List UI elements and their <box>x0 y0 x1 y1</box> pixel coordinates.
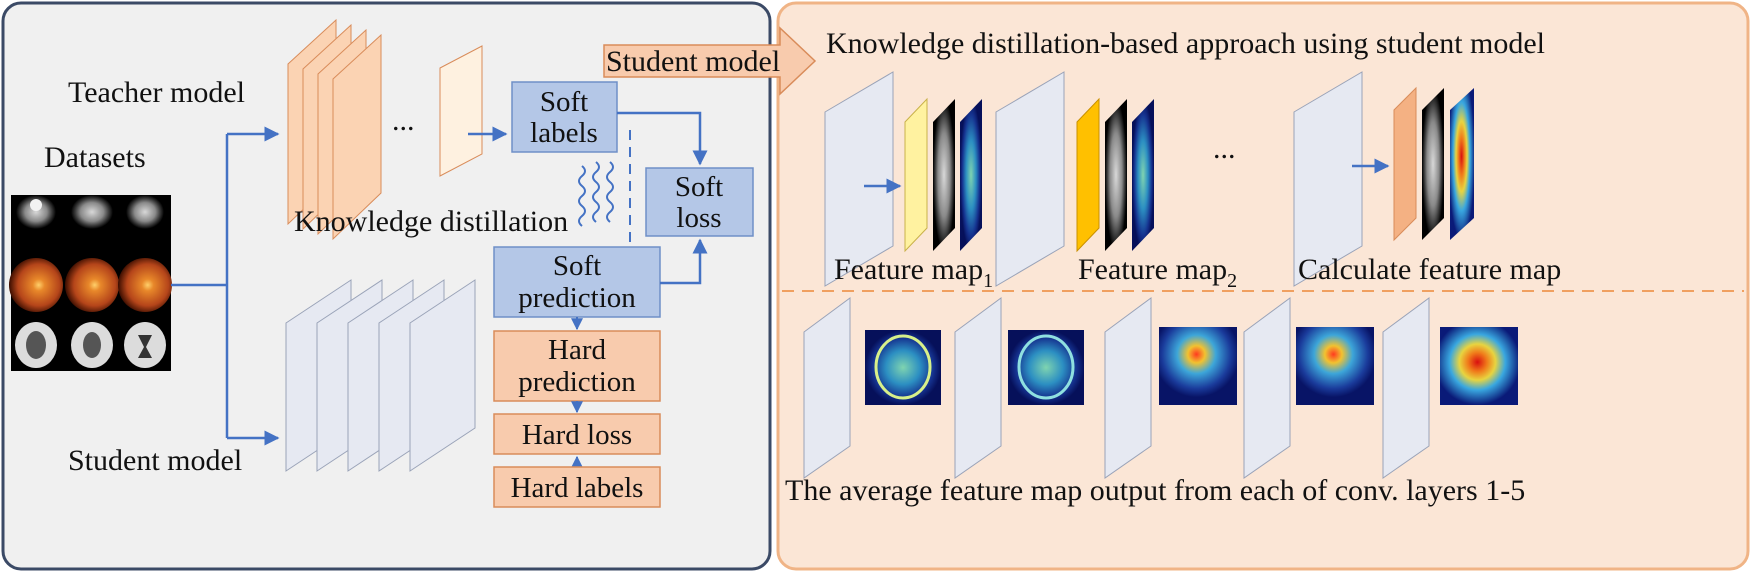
heatmap-slice-2 <box>1132 99 1154 251</box>
distillation-waves <box>578 161 614 227</box>
soft-prediction-line2: prediction <box>518 282 636 314</box>
soft-loss-line2: loss <box>676 202 721 234</box>
soft-loss-box: Soft loss <box>645 167 754 237</box>
soft-labels-line1: Soft <box>540 86 588 118</box>
conv1-average-map <box>865 330 941 405</box>
hard-labels-label: Hard labels <box>511 472 644 504</box>
hard-loss-box: Hard loss <box>493 413 661 455</box>
grayscale-slice-2 <box>1105 99 1127 251</box>
hard-loss-label: Hard loss <box>522 419 632 451</box>
dataset-connectors <box>171 126 280 446</box>
soft-loss-line1: Soft <box>675 171 723 203</box>
teacher-student-panel: Teacher model Datasets Student model <box>1 1 772 571</box>
hard-prediction-line2: prediction <box>518 366 636 398</box>
hard-labels-box: Hard labels <box>493 466 661 508</box>
teacher-ellipsis: ... <box>392 104 415 137</box>
soft-labels-box: Soft labels <box>511 81 618 153</box>
student-model-arrow-label: Student model <box>606 45 780 78</box>
datasets-label: Datasets <box>44 141 146 174</box>
heatmap-slice-3 <box>1450 88 1474 240</box>
conv-layer-average-row <box>803 297 1518 479</box>
soft-prediction-line1: Soft <box>553 250 601 282</box>
dataset-thumbnails <box>9 195 172 371</box>
orange-feature-slice <box>1076 97 1100 253</box>
soft-labels-line2: labels <box>530 117 598 149</box>
teacher-output-layer <box>439 45 483 177</box>
calculate-feature-map-label: Calculate feature map <box>1298 253 1561 286</box>
soft-prediction-box: Soft prediction <box>493 246 661 318</box>
student-analysis-panel: Knowledge distillation-based approach us… <box>776 1 1750 571</box>
feature-map-2-label: Feature map2 <box>1078 253 1237 292</box>
feature-map-1-group <box>824 71 982 287</box>
conv5-average-map <box>1440 327 1518 405</box>
knowledge-distillation-label: Knowledge distillation <box>294 205 568 238</box>
axial-mri-thumbnails <box>15 322 166 368</box>
teacher-model-label: Teacher model <box>68 76 245 109</box>
feature-map-1-label: Feature map1 <box>834 253 993 292</box>
bottom-caption: The average feature map output from each… <box>785 474 1525 507</box>
student-layer-stack <box>285 279 476 472</box>
soft-prediction-to-soft-loss-arrow <box>660 238 708 285</box>
conv3-average-map <box>1159 327 1237 405</box>
feature-ellipsis: ... <box>1213 132 1236 165</box>
heatmap-slice <box>960 99 982 251</box>
grayscale-slice <box>933 99 955 251</box>
conv4-average-map <box>1296 327 1374 405</box>
hard-prediction-line1: Hard <box>548 334 606 366</box>
feature-map-2-group <box>995 71 1154 287</box>
yellow-feature-slice <box>904 97 928 253</box>
student-model-label: Student model <box>68 444 242 477</box>
soft-labels-to-soft-loss-arrow <box>617 111 708 166</box>
mri-tumor-thumbnail <box>16 195 164 229</box>
student-model-arrow: Student model <box>603 26 817 96</box>
fundus-thumbnails <box>9 258 172 312</box>
grayscale-slice-3 <box>1422 88 1444 240</box>
salmon-feature-slice <box>1393 86 1417 242</box>
right-panel-title: Knowledge distillation-based approach us… <box>826 27 1545 60</box>
conv2-average-map <box>1008 330 1084 405</box>
final-feature-map-group <box>1293 71 1474 287</box>
hard-prediction-box: Hard prediction <box>493 330 661 402</box>
teacher-layer-stack <box>287 18 382 241</box>
